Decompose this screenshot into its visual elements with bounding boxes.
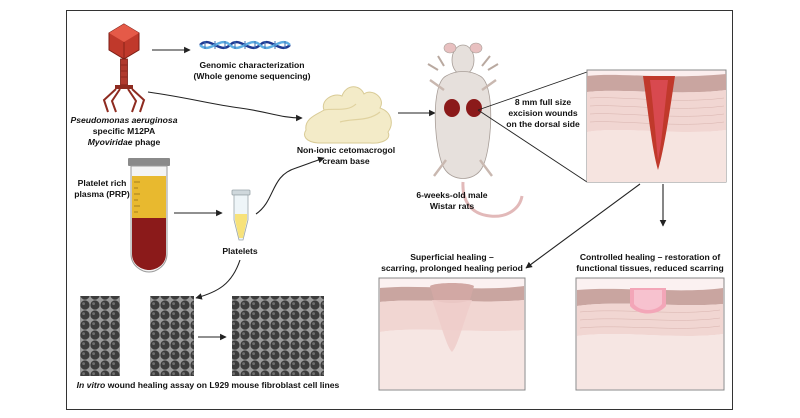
assay-label-rest: wound healing assay on L929 mouse fibrob… (105, 380, 340, 390)
prp-label-line1: Platelet rich (77, 178, 127, 188)
phage-icon (102, 23, 146, 113)
assay-label-italic: In vitro (76, 380, 106, 390)
prp-tube-icon (128, 158, 170, 273)
wound-label-line3: on the dorsal side (506, 119, 580, 129)
wound-label-line1: 8 mm full size (514, 97, 572, 107)
cream-icon (304, 86, 392, 144)
cream-label-line1: Non-ionic cetomacrogol (296, 145, 396, 155)
genomic-label: Genomic characterization (Whole genome s… (192, 60, 312, 82)
pointer-wound-to-inset (477, 71, 588, 111)
cream-label: Non-ionic cetomacrogol cream base (296, 145, 396, 167)
controlled-label: Controlled healing – restoration of func… (570, 252, 730, 274)
rat-icon (427, 42, 524, 218)
cell-assay-after (232, 296, 324, 376)
assay-label: In vitro wound healing assay on L929 mou… (72, 380, 344, 391)
wound-cross-section-inset (586, 69, 727, 183)
controlled-healing-panel (575, 277, 725, 391)
phage-suffix: phage (132, 137, 161, 147)
phage-label-line2: specific M12PA (92, 126, 156, 136)
phage-family: Myoviridae (87, 137, 133, 147)
pointer-wound-to-inset-2 (477, 109, 588, 183)
platelets-tube-icon (231, 189, 251, 241)
wound-label-line2: excision wounds (508, 108, 578, 118)
rats-label-line2: Wistar rats (429, 201, 475, 211)
phage-label: Pseudomonas aeruginosa specific M12PA My… (66, 115, 182, 148)
superficial-healing-panel (378, 277, 526, 391)
rats-label-line1: 6-weeks-old male (416, 190, 488, 200)
superficial-label-line1: Superficial healing – (410, 252, 494, 262)
platelets-label-text: Platelets (222, 246, 258, 256)
genomic-label-line1: Genomic characterization (199, 60, 305, 70)
cream-label-line2: cream base (322, 156, 370, 166)
superficial-label-line2: scarring, prolonged healing period (381, 263, 523, 273)
dna-icon (199, 40, 291, 50)
prp-label: Platelet rich plasma (PRP) (66, 178, 138, 200)
genomic-label-line2: (Whole genome sequencing) (193, 71, 311, 81)
superficial-label: Superficial healing – scarring, prolonge… (376, 252, 528, 274)
rats-label: 6-weeks-old male Wistar rats (410, 190, 494, 212)
controlled-label-line1: Controlled healing – restoration of (579, 252, 721, 262)
controlled-label-line2: functional tissues, reduced scarring (576, 263, 724, 273)
arrow-inset-to-superficial (525, 183, 641, 269)
wound-label: 8 mm full size excision wounds on the do… (498, 97, 588, 130)
prp-label-line2: plasma (PRP) (74, 189, 130, 199)
phage-label-line1: Pseudomonas aeruginosa (70, 115, 178, 125)
arrow-phage-to-cream (147, 91, 303, 122)
arrow-platelets-to-assay (195, 259, 241, 300)
arrow-platelets-to-cream (255, 156, 325, 215)
phage-label-line3: Myoviridae phage (66, 137, 182, 148)
platelets-label: Platelets (210, 246, 270, 257)
cell-assay-before (80, 296, 194, 376)
